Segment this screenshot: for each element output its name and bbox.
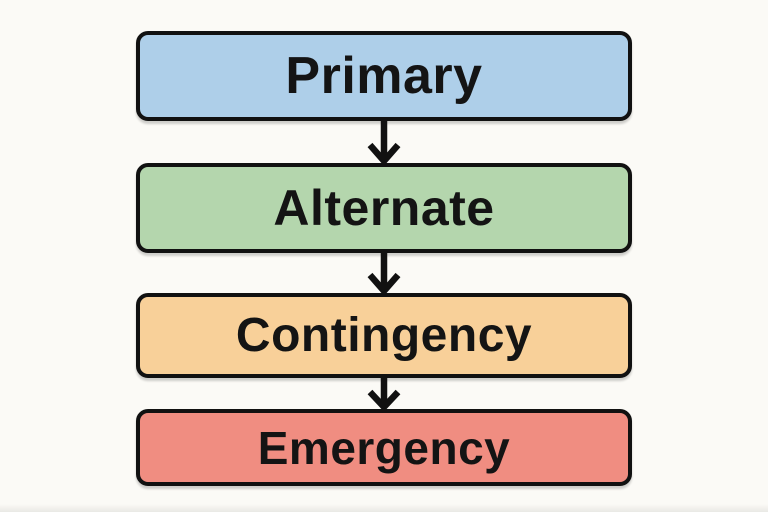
- node-contingency-label: Contingency: [235, 309, 533, 362]
- arrow-down-icon: [364, 119, 404, 163]
- node-primary: Primary: [136, 31, 632, 121]
- bottom-edge-shadow: [0, 504, 768, 512]
- arrow-down-icon: [364, 376, 404, 409]
- node-emergency: Emergency: [136, 409, 632, 486]
- node-alternate-label: Alternate: [273, 180, 495, 236]
- arrow-down-icon: [364, 251, 404, 293]
- node-contingency: Contingency: [136, 293, 632, 378]
- node-emergency-label: Emergency: [257, 421, 511, 474]
- node-primary-label: Primary: [285, 47, 483, 105]
- node-alternate: Alternate: [136, 163, 632, 253]
